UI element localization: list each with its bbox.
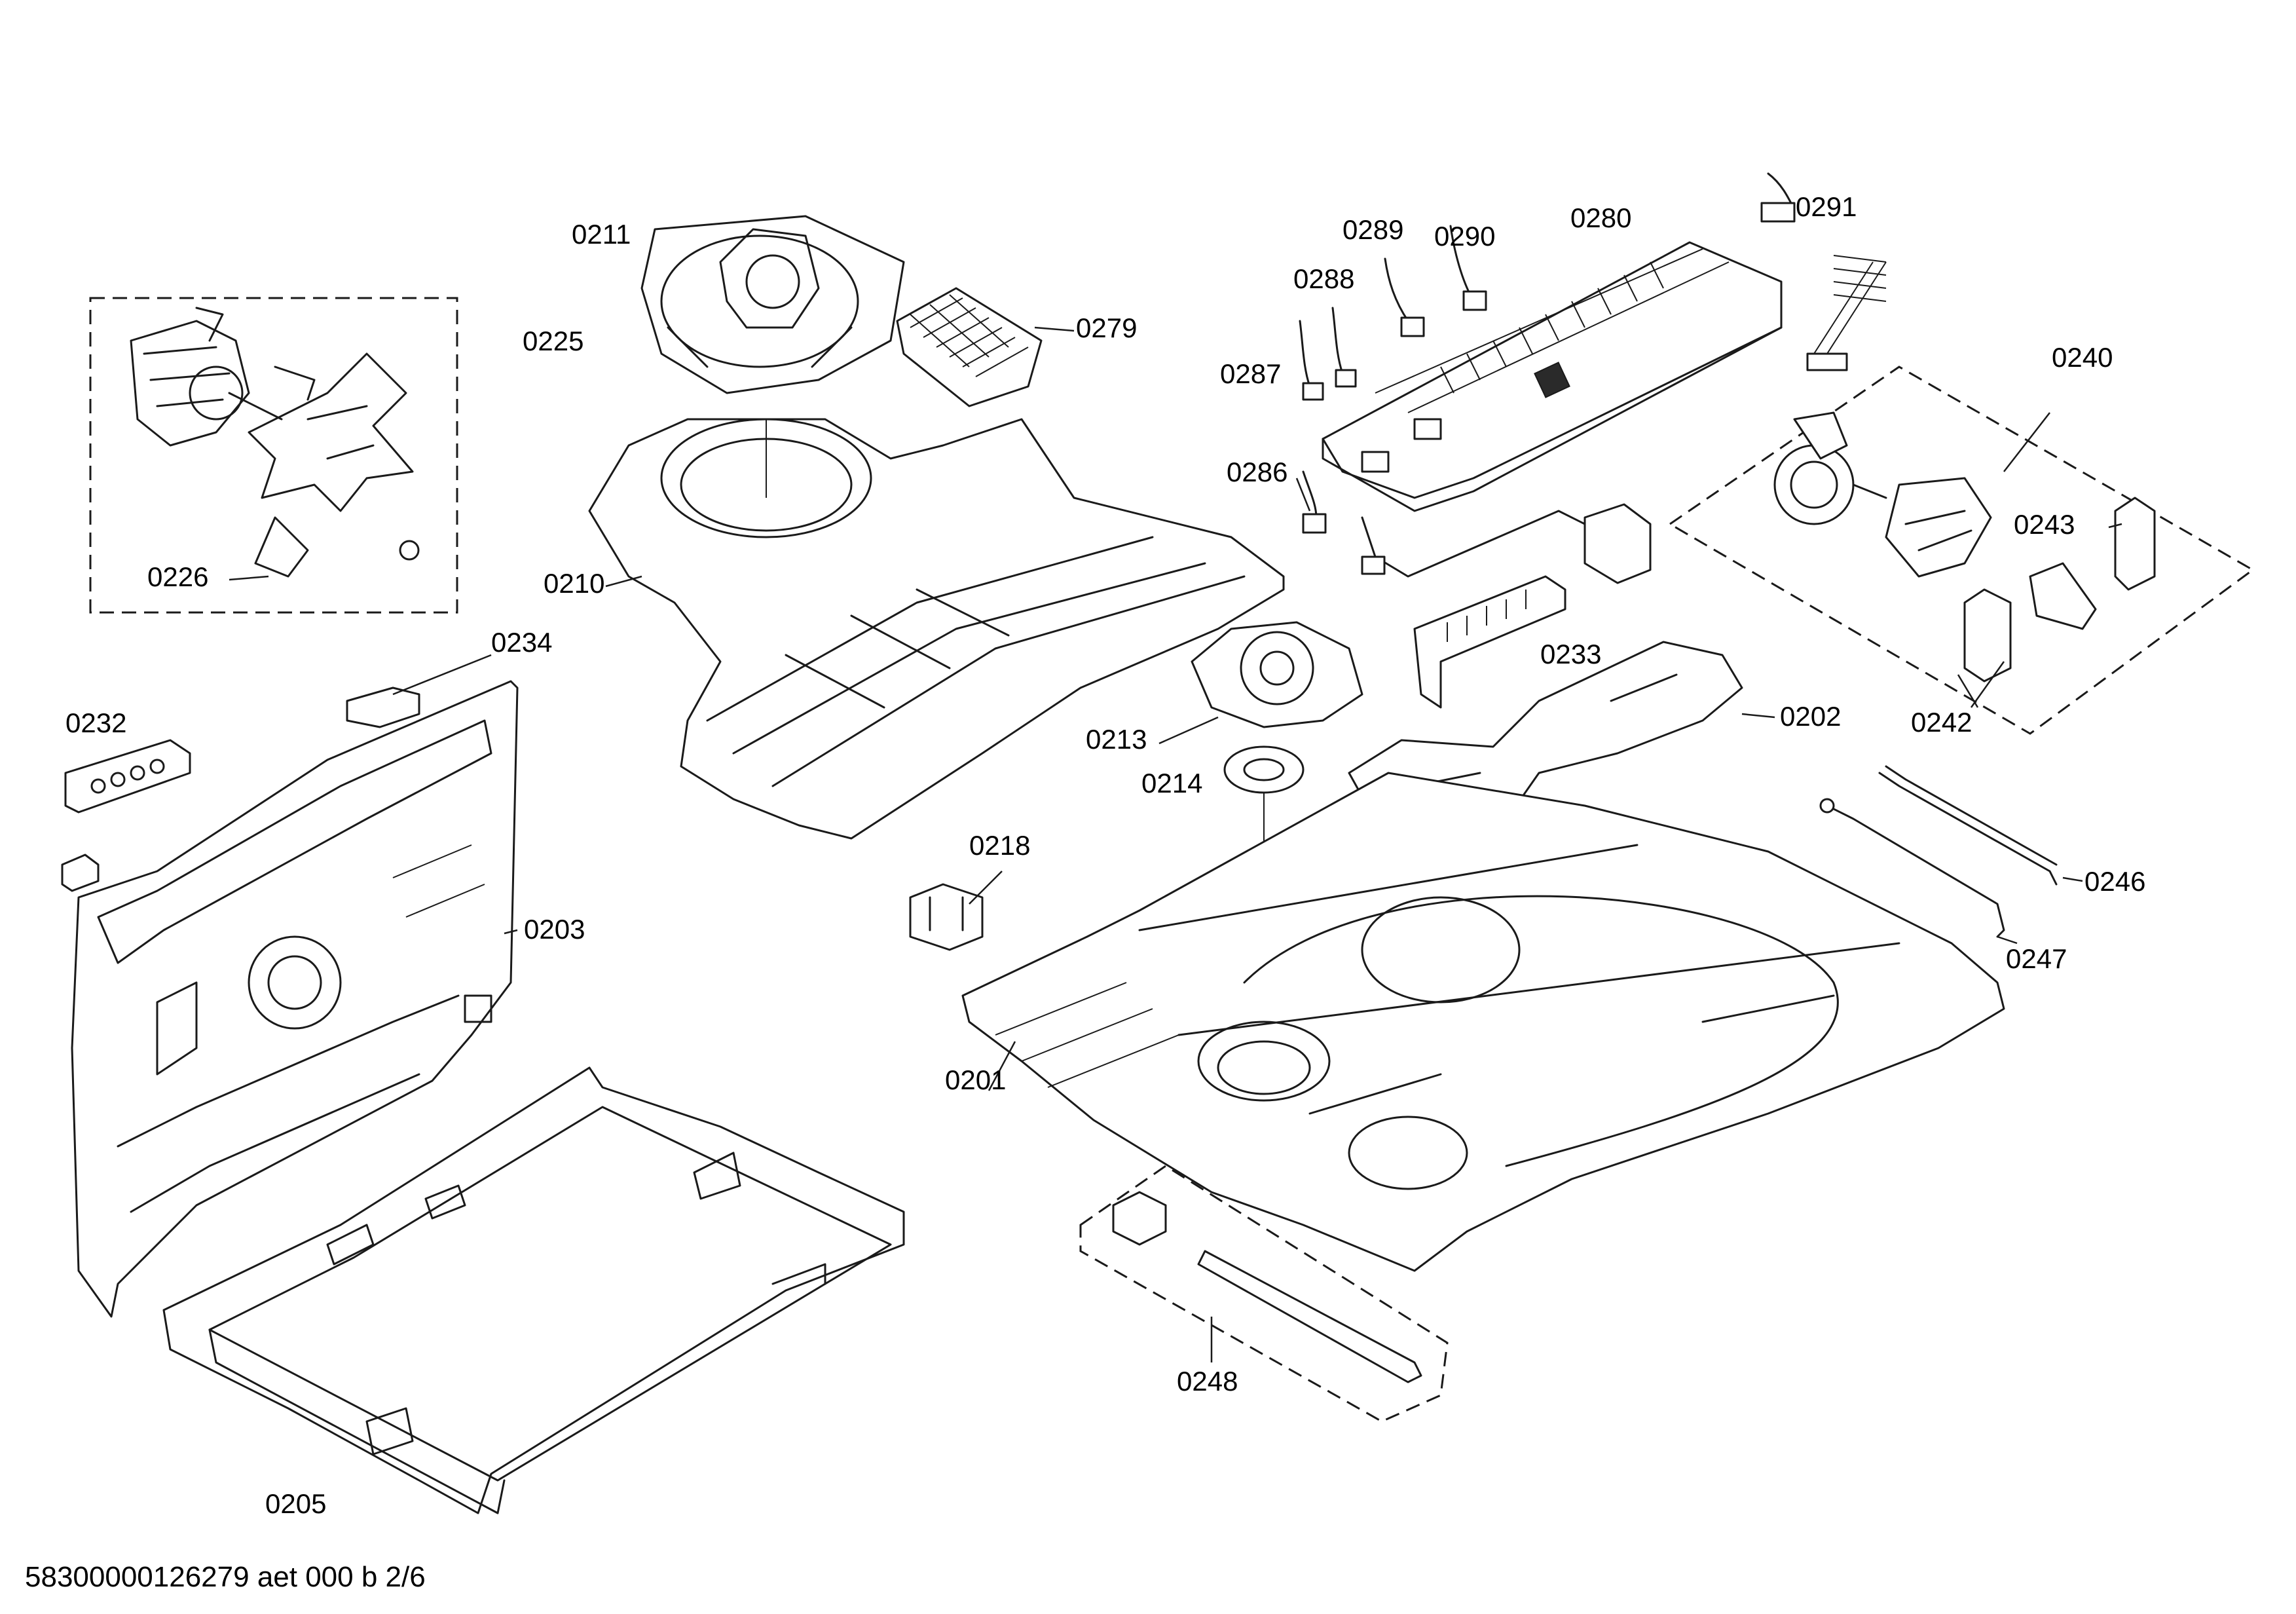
label-0234: 0234 bbox=[491, 627, 552, 658]
impeller-0226 bbox=[229, 516, 309, 581]
label-0233: 0233 bbox=[1540, 639, 1601, 669]
control-module-0280 bbox=[1322, 241, 1783, 512]
label-0242: 0242 bbox=[1911, 707, 1972, 738]
blower-0213 bbox=[1158, 621, 1363, 745]
base-plate-0201 bbox=[961, 772, 2005, 1272]
label-0248: 0248 bbox=[1177, 1366, 1238, 1397]
small-clip bbox=[61, 854, 100, 892]
label-0289: 0289 bbox=[1342, 214, 1403, 245]
switch-0242 bbox=[1957, 562, 2097, 708]
label-0279: 0279 bbox=[1076, 312, 1137, 343]
sensor-group-0248 bbox=[1079, 1165, 1449, 1423]
connector-0234 bbox=[346, 654, 492, 728]
label-0213: 0213 bbox=[1086, 724, 1147, 755]
label-0210: 0210 bbox=[544, 568, 604, 599]
label-0246: 0246 bbox=[2084, 866, 2145, 897]
label-0243: 0243 bbox=[2014, 509, 2075, 540]
wire-connectors bbox=[1295, 172, 1887, 584]
part-labels: 0211 0225 0226 0279 0210 0289 0290 0280 … bbox=[65, 191, 2145, 1519]
label-0287: 0287 bbox=[1220, 358, 1281, 389]
label-0286: 0286 bbox=[1227, 457, 1287, 487]
label-0205: 0205 bbox=[265, 1488, 326, 1519]
rod-0246 bbox=[1878, 765, 2083, 886]
label-0202: 0202 bbox=[1780, 701, 1841, 732]
label-0291: 0291 bbox=[1796, 191, 1857, 222]
switch-block-0232 bbox=[64, 739, 191, 814]
switch-0243 bbox=[2108, 497, 2156, 591]
fan-motor-assembly-0225 bbox=[89, 297, 458, 614]
label-0226: 0226 bbox=[147, 561, 208, 592]
bracket-0218 bbox=[909, 871, 1003, 951]
label-0225: 0225 bbox=[523, 326, 583, 356]
label-0288: 0288 bbox=[1293, 263, 1354, 294]
fan-housing-0211 bbox=[640, 215, 905, 394]
label-0211: 0211 bbox=[572, 219, 631, 250]
terminal-block-0233 bbox=[1413, 575, 1566, 709]
label-0201: 0201 bbox=[945, 1064, 1006, 1095]
timer-switch-group-0240 bbox=[1668, 366, 2255, 735]
filter-0279 bbox=[896, 287, 1075, 407]
label-0247: 0247 bbox=[2006, 943, 2067, 974]
back-panel-0203 bbox=[71, 680, 519, 1318]
label-0240: 0240 bbox=[2052, 342, 2113, 373]
tray-0205 bbox=[162, 1066, 905, 1514]
label-0290: 0290 bbox=[1434, 221, 1495, 252]
label-0218: 0218 bbox=[969, 830, 1030, 861]
label-0203: 0203 bbox=[524, 914, 585, 945]
fan-duct-frame-0210 bbox=[588, 418, 1285, 840]
label-0232: 0232 bbox=[65, 707, 126, 738]
label-0214: 0214 bbox=[1141, 768, 1202, 798]
label-0280: 0280 bbox=[1570, 202, 1631, 233]
document-id-footer: 58300000126279 aet 000 b 2/6 bbox=[25, 1561, 426, 1593]
rod-0247 bbox=[1819, 798, 2018, 945]
